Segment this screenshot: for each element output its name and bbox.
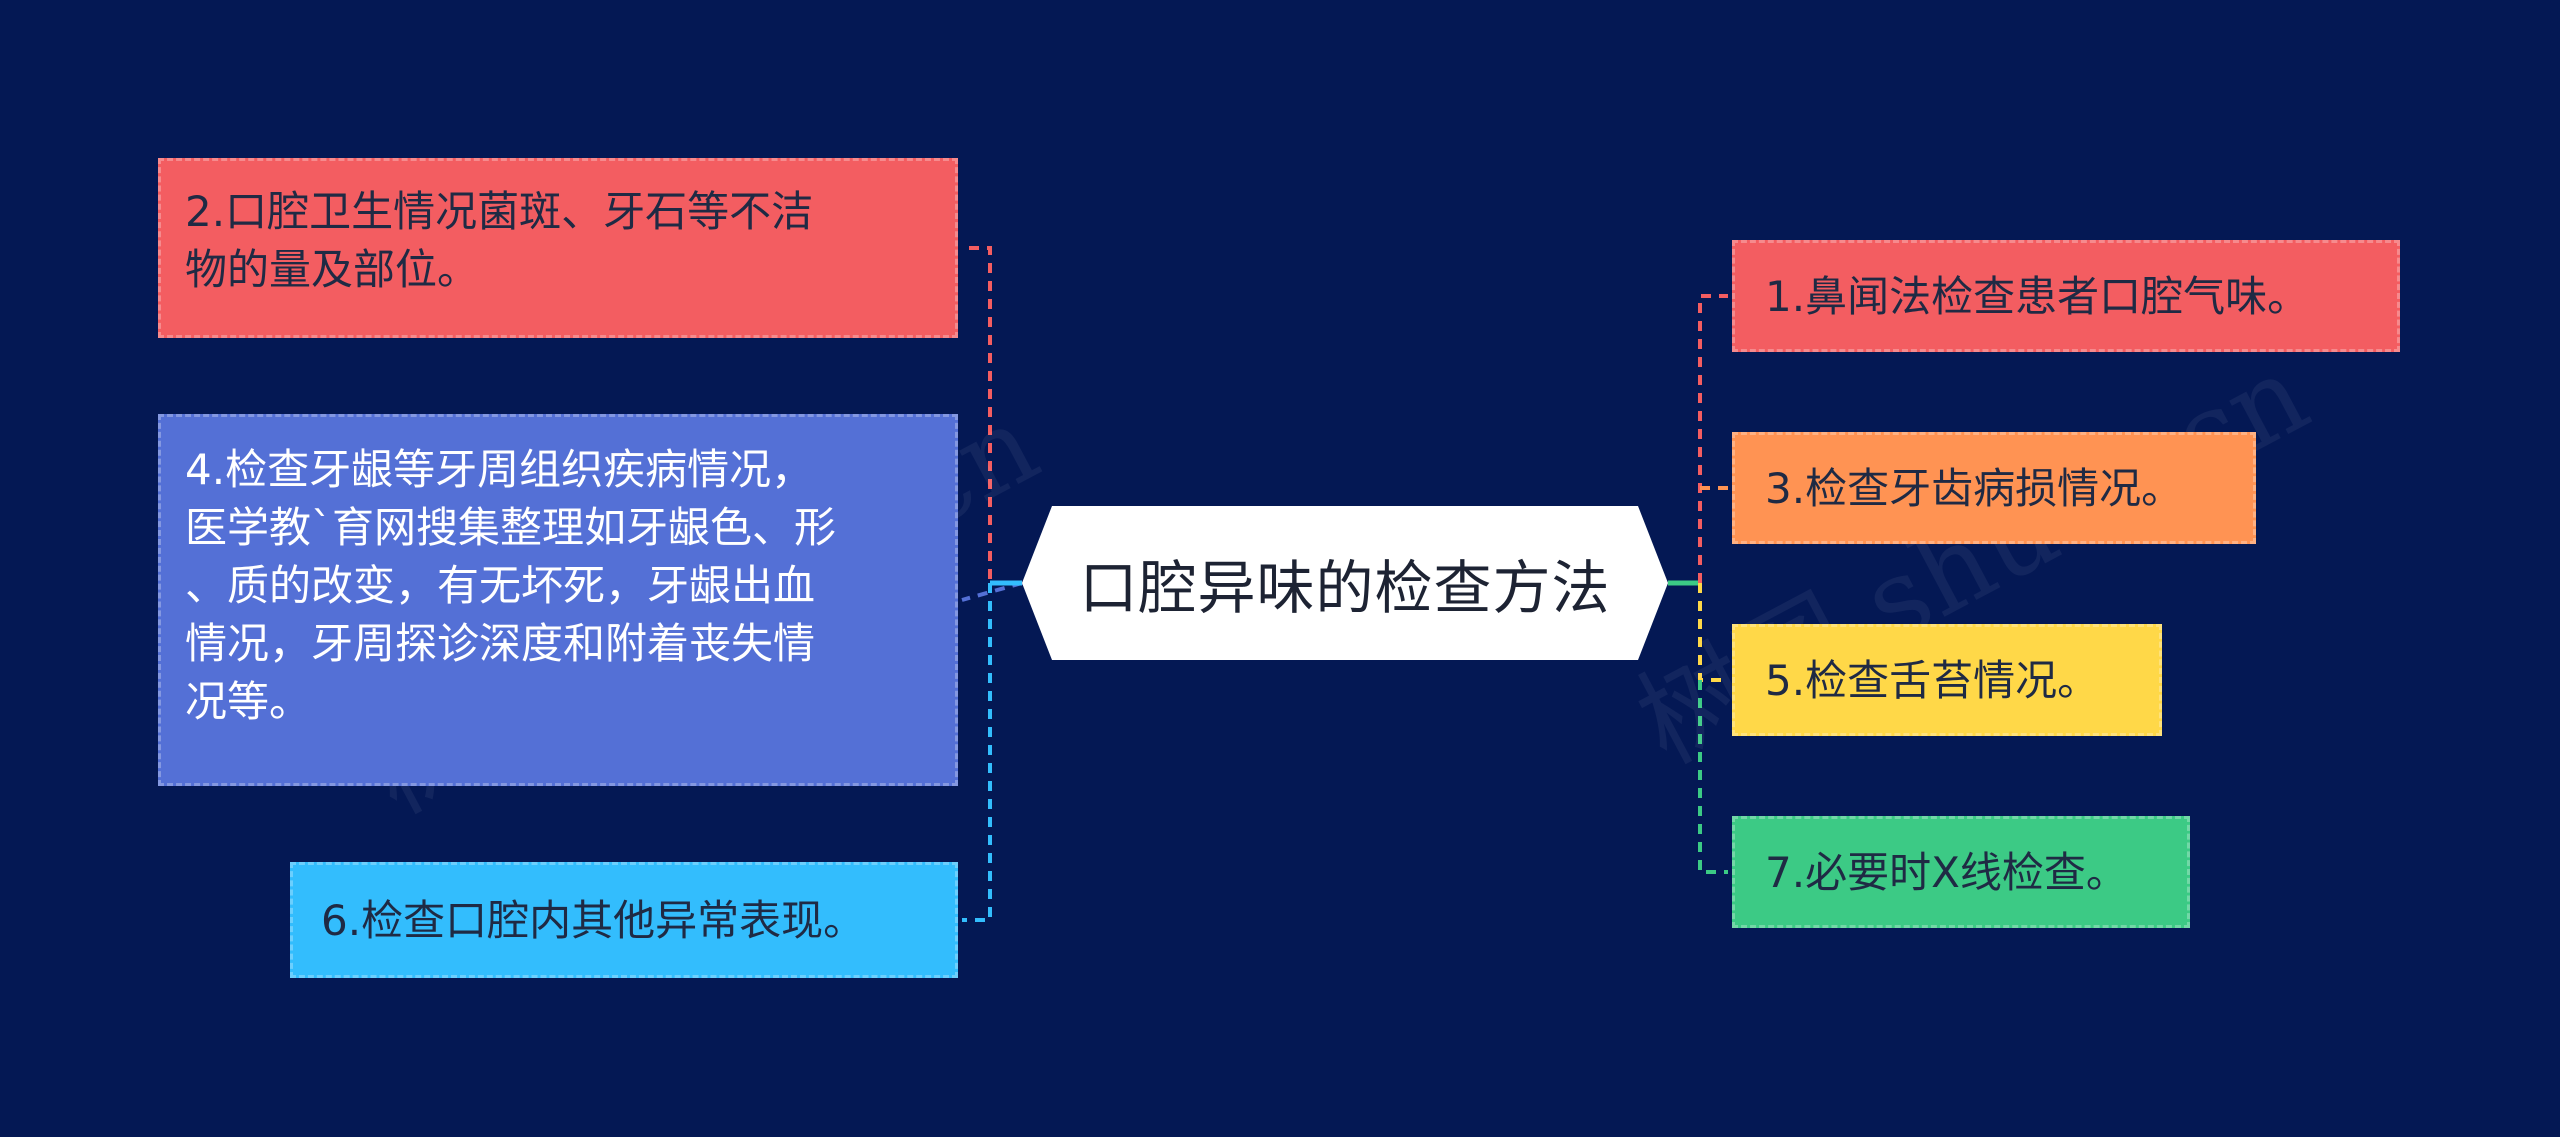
central-topic-title: 口腔异味的检查方法 (1079, 554, 1611, 622)
connector-n1 (1698, 294, 1728, 583)
topic-node-4[interactable]: 4.检查牙龈等牙周组织疾病情况， 医学教`育网搜集整理如牙龈色、形 、质的改变，… (158, 414, 958, 786)
topic-node-1[interactable]: 1.鼻闻法检查患者口腔气味。 (1732, 240, 2400, 352)
topic-node-4-line-5: 况等。 (185, 677, 312, 726)
connector-n2 (962, 246, 1022, 585)
topic-node-1-text: 1.鼻闻法检查患者口腔气味。 (1765, 272, 2310, 321)
topic-node-4-line-1: 4.检查牙龈等牙周组织疾病情况， (185, 445, 814, 494)
topic-node-3-text: 3.检查牙齿病损情况。 (1765, 464, 2184, 513)
topic-node-6[interactable]: 6.检查口腔内其他异常表现。 (290, 862, 958, 978)
connector-n7 (1698, 680, 1728, 874)
connector-n5 (1698, 583, 1728, 682)
topic-node-4-line-4: 情况，牙周探诊深度和附着丧失情 (185, 619, 816, 668)
connector-n6 (962, 583, 992, 922)
topic-node-5[interactable]: 5.检查舌苔情况。 (1732, 624, 2162, 736)
topic-node-3[interactable]: 3.检查牙齿病损情况。 (1732, 432, 2256, 544)
topic-node-2[interactable]: 2.口腔卫生情况菌斑、牙石等不洁 物的量及部位。 (158, 158, 958, 338)
topic-node-4-line-3: 、质的改变，有无坏死，牙龈出血 (185, 561, 816, 610)
topic-node-6-text: 6.检查口腔内其他异常表现。 (321, 896, 866, 945)
central-topic[interactable]: 口腔异味的检查方法 (1022, 506, 1668, 660)
central-topic-shape (1022, 506, 1668, 660)
topic-node-4-line-2: 医学教`育网搜集整理如牙龈色、形 (185, 503, 837, 552)
topic-node-5-text: 5.检查舌苔情况。 (1765, 656, 2100, 705)
topic-node-2-line-2: 物的量及部位。 (185, 245, 480, 294)
topic-node-2-line-1: 2.口腔卫生情况菌斑、牙石等不洁 (185, 187, 814, 236)
topic-node-7-text: 7.必要时X线检查。 (1765, 848, 2128, 897)
topic-node-7[interactable]: 7.必要时X线检查。 (1732, 816, 2190, 928)
